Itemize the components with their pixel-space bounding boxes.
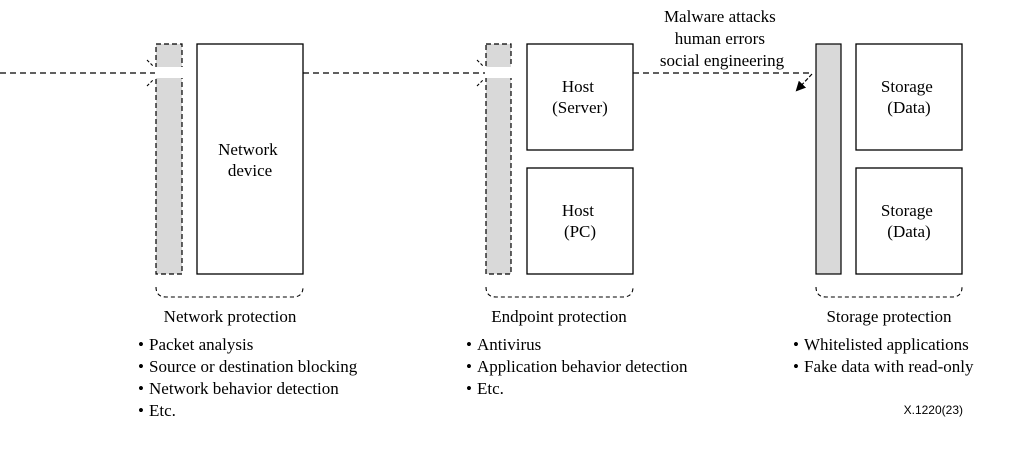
network-bullet-list: •Packet analysis •Source or destination … [138, 335, 361, 420]
endpoint-brace [485, 286, 634, 298]
network-section-title: Network protection [164, 307, 297, 326]
storage-data-bottom-box [855, 167, 963, 275]
storage-filter-layer [815, 43, 842, 275]
storage-brace [815, 286, 963, 298]
host-server-box [526, 43, 634, 151]
threat-annotation: Malware attacks human errors social engi… [660, 7, 785, 70]
breach-mark-bottom [476, 79, 484, 87]
endpoint-filter-breach [485, 67, 512, 78]
storage-data-top-label: Storage (Data) [881, 77, 937, 117]
breach-mark-top [476, 59, 484, 67]
network-device-label: Network device [218, 140, 282, 180]
network-filter-layer [155, 43, 183, 275]
figure-reference: X.1220(23) [904, 403, 963, 417]
threat-arrow [795, 73, 813, 92]
endpoint-filter-layer [485, 43, 512, 275]
storage-data-top-box [855, 43, 963, 151]
host-server-label: Host (Server) [552, 77, 608, 117]
endpoint-section-title: Endpoint protection [491, 307, 627, 326]
network-brace [155, 286, 304, 298]
storage-section-title: Storage protection [826, 307, 952, 326]
breach-mark-bottom [146, 79, 154, 87]
network-device-box [196, 43, 304, 275]
breach-mark-top [146, 59, 154, 67]
storage-bullet-list: •Whitelisted applications •Fake data wit… [793, 335, 974, 376]
endpoint-bullet-list: •Antivirus •Application behavior detecti… [466, 335, 692, 398]
host-pc-box [526, 167, 634, 275]
network-filter-breach [155, 67, 183, 78]
host-pc-label: Host (PC) [562, 201, 598, 241]
storage-data-bottom-label: Storage (Data) [881, 201, 937, 241]
